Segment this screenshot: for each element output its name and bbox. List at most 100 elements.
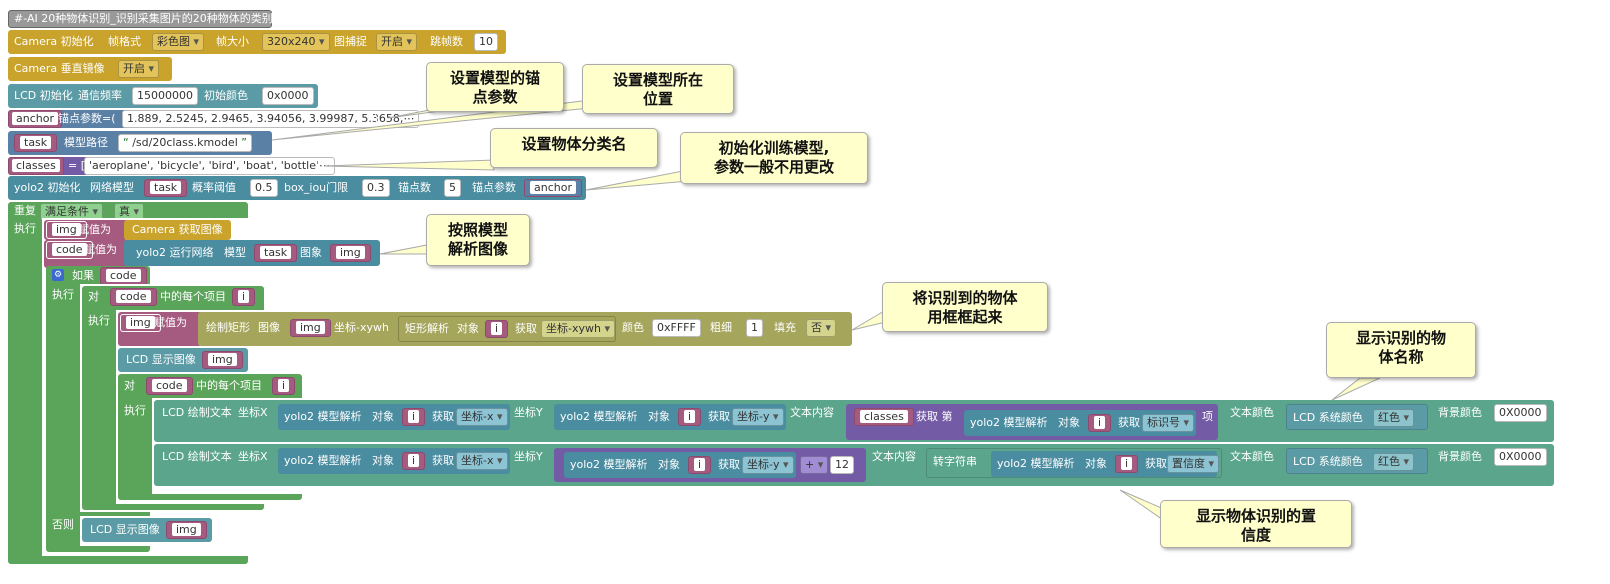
twelve-field[interactable]: 12 [830,456,854,474]
to-string-block[interactable]: 转字符串 yolo2 模型解析 对象 i 获取 置信度 [926,448,1222,478]
mirror-dropdown[interactable]: 开启 [118,60,160,78]
draw-img-var[interactable]: img [290,319,331,337]
list-classes-var[interactable]: classes [854,408,914,426]
x-dropdown-1[interactable]: 坐标-x [456,408,508,426]
get-nth-label: 获取 第 [916,410,953,423]
size-dropdown[interactable]: 320x240 [262,33,330,51]
code-assign-block[interactable]: code 赋值为 [44,240,130,268]
class-id-dropdown[interactable]: 标识号 [1142,414,1195,432]
iou-field[interactable]: 0.3 [362,179,390,197]
fill-dropdown[interactable]: 否 [806,319,837,337]
if-code-var[interactable]: code [100,267,147,285]
sys-color-block-2[interactable]: LCD 系统颜色 红色 [1286,448,1428,474]
y-dropdown-1[interactable]: 坐标-y [732,408,784,426]
image-img-var[interactable]: img [330,244,371,262]
plus-dropdown[interactable]: + [800,456,829,474]
classes-assign-block[interactable]: classes = [ 'aeroplane', 'bicycle', 'bir… [8,157,335,175]
yolo-init-block[interactable]: yolo2 初始化 网络模型 task 概率阈值 0.5 box_iou门限 0… [8,176,586,200]
init-color-field[interactable]: 0x0000 [262,87,314,105]
anchor-param-var[interactable]: anchor [524,179,582,197]
code-var[interactable]: code [46,241,93,259]
classes-field[interactable]: 'aeroplane', 'bicycle', 'bird', 'boat', … [84,157,335,175]
parse-x-block-2[interactable]: yolo2 模型解析 对象 i 获取 坐标-x [278,448,510,474]
parse-x-i-2[interactable]: i [402,452,426,470]
parse-x-block-1[interactable]: yolo2 模型解析 对象 i 获取 坐标-x [278,404,510,430]
yolo-run-label: yolo2 运行网络 [136,246,214,259]
lcd-show-img-var-1[interactable]: img [202,351,243,369]
list-get-block[interactable]: classes 获取 第 yolo2 模型解析 对象 i 获取 标识号 项 [846,404,1218,440]
rect-color-field[interactable]: 0xFFFF [652,319,701,337]
anchor-field[interactable]: 1.889, 2.5245, 2.9465, 3.94056, 3.99987,… [122,110,420,128]
math-add-block[interactable]: yolo2 模型解析 对象 i 获取 坐标-y + 12 [554,448,866,482]
xywh-dropdown[interactable]: 坐标-xywh [541,320,615,338]
lcd-show-block-2[interactable]: LCD 显示图像 img [82,518,212,542]
img-draw-assign[interactable]: img 赋值为 [118,312,202,346]
img-var-2[interactable]: img [120,314,161,332]
parse-y-i-2[interactable]: i [688,456,712,474]
parse-x-object-1: 对象 [372,410,394,423]
parse-x-i-1[interactable]: i [402,408,426,426]
camera-init-block[interactable]: Camera 初始化 帧格式 彩色图 帧大小 320x240 图捕捉 开启 跳帧… [8,30,506,54]
img-var[interactable]: img [46,221,87,239]
model-label: 模型 [224,246,246,259]
lcd-draw-text-block-2[interactable]: LCD 绘制文本 坐标X yolo2 模型解析 对象 i 获取 坐标-x 坐标Y… [154,444,1554,486]
conf-dropdown[interactable]: 置信度 [1167,455,1220,473]
comment-block[interactable]: #-AI 20种物体识别_识别采集图片的20种物体的类别 [8,10,273,28]
anchor-num-field[interactable]: 5 [444,179,461,197]
parse-y-get-2: 获取 [718,458,740,471]
parse-y-block-1[interactable]: yolo2 模型解析 对象 i 获取 坐标-y [554,404,786,430]
red-dropdown-2[interactable]: 红色 [1373,453,1415,471]
task-assign-block[interactable]: task 模型路径 “ /sd/20class.kmodel ” [8,131,272,155]
task-path-field[interactable]: “ /sd/20class.kmodel ” [118,134,252,152]
red-dropdown-1[interactable]: 红色 [1373,409,1415,427]
pointer-5 [379,243,433,255]
parse-id-i[interactable]: i [1088,414,1112,432]
prob-field[interactable]: 0.5 [250,179,278,197]
for-i-var-2[interactable]: i [272,377,296,395]
lcd-init-block[interactable]: LCD 初始化 通信频率 15000000 初始颜色 0x0000 [8,84,318,108]
lcd-show-block-1[interactable]: LCD 显示图像 img [118,348,248,372]
capture-dropdown[interactable]: 开启 [376,33,418,51]
for-i-var-1[interactable]: i [232,288,256,306]
sys-color-label-1: LCD 系统颜色 [1293,411,1363,424]
content-label-1: 文本内容 [790,406,834,419]
net-task-var[interactable]: task [144,179,188,197]
for-code-var-2[interactable]: code [146,377,193,395]
parse-y-i-1[interactable]: i [678,408,702,426]
camera-snapshot-block[interactable]: Camera 获取图像 [124,220,231,240]
bg-field-1[interactable]: 0X0000 [1494,404,1547,422]
lcd-draw-text-block-1[interactable]: LCD 绘制文本 坐标X yolo2 模型解析 对象 i 获取 坐标-x 坐标Y… [154,400,1554,442]
freq-field[interactable]: 15000000 [132,87,198,105]
x-dropdown-2[interactable]: 坐标-x [456,452,508,470]
parse-conf-i[interactable]: i [1115,455,1139,473]
parse-y-block-2[interactable]: yolo2 模型解析 对象 i 获取 坐标-y [564,452,796,478]
img-assign-block[interactable]: img 赋值为 [44,220,128,240]
yolo-run-block[interactable]: yolo2 运行网络 模型 task 图象 img [124,240,380,266]
y-dropdown-2[interactable]: 坐标-y [742,456,794,474]
camera-mirror-block[interactable]: Camera 垂直镜像 开启 [8,57,172,81]
gear-icon[interactable]: ⚙ [52,269,64,281]
anchor-assign-block[interactable]: anchor 锚点参数=( 1.889, 2.5245, 2.9465, 3.9… [8,110,420,128]
tooltip-run-net: 按照模型 解析图像 [426,214,530,266]
each-label-2: 中的每个项目 [196,379,262,392]
skip-field[interactable]: 10 [474,33,498,51]
bool-dropdown[interactable]: 真 [114,203,145,221]
yolo-init-label: yolo2 初始化 [14,181,81,194]
freq-label: 通信频率 [78,89,122,102]
rect-i-var[interactable]: i [485,320,509,338]
task-var[interactable]: task [14,134,58,152]
y-label-1: 坐标Y [514,406,543,419]
anchor-var[interactable]: anchor [8,110,62,128]
bg-field-2[interactable]: 0X0000 [1494,448,1547,466]
sys-color-block-1[interactable]: LCD 系统颜色 红色 [1286,404,1428,430]
model-task-var[interactable]: task [254,244,298,262]
rect-parse-block[interactable]: 矩形解析 对象 i 获取 坐标-xywh [398,316,616,342]
lcd-show-img-var-2[interactable]: img [166,521,207,539]
for-code-var-1[interactable]: code [110,288,157,306]
parse-conf-block[interactable]: yolo2 模型解析 对象 i 获取 置信度 [991,451,1220,477]
classes-var[interactable]: classes [8,157,64,175]
draw-rect-block[interactable]: 绘制矩形 图像 img 坐标-xywh 矩形解析 对象 i 获取 坐标-xywh… [198,312,852,346]
thick-field[interactable]: 1 [746,319,763,337]
parse-id-block[interactable]: yolo2 模型解析 对象 i 获取 标识号 [964,410,1196,436]
format-dropdown[interactable]: 彩色图 [152,33,205,51]
